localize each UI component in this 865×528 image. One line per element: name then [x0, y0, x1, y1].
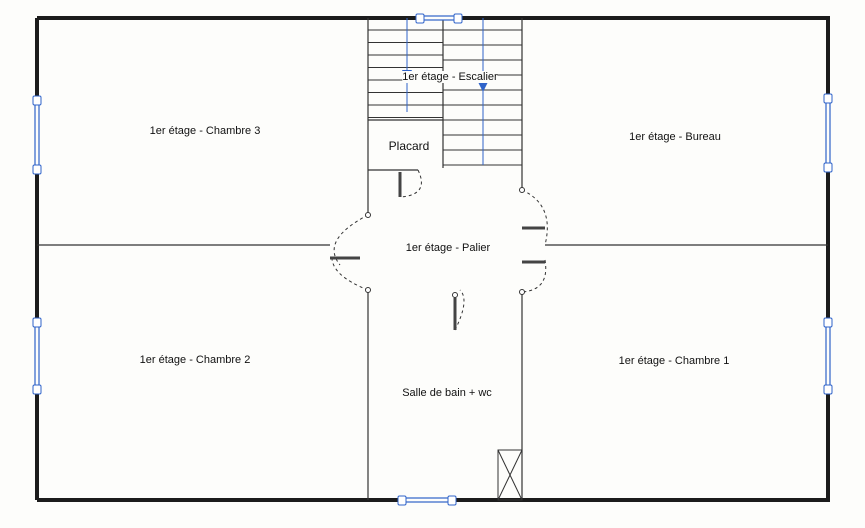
windows — [34, 15, 831, 503]
room-label-placard: Placard — [388, 139, 430, 153]
room-label-palier: 1er étage - Palier — [405, 242, 491, 254]
duct-shaft — [497, 449, 523, 501]
outer-walls — [35, 16, 830, 502]
room-label-chambre-2: 1er étage - Chambre 2 — [139, 354, 251, 366]
window-frames — [32, 13, 833, 506]
room-label-chambre-1: 1er étage - Chambre 1 — [618, 355, 730, 367]
stair-arrow-icon — [478, 82, 488, 92]
room-label-bureau: 1er étage - Bureau — [629, 131, 721, 143]
room-label-chambre-3: 1er étage - Chambre 3 — [149, 125, 261, 137]
door-leaves — [330, 172, 545, 330]
room-label-escalier: 1er étage - Escalier — [402, 71, 498, 83]
door-hinges — [365, 187, 525, 298]
room-label-salle-de-bain: Salle de bain + wc — [402, 387, 492, 399]
interior-walls — [37, 18, 828, 500]
